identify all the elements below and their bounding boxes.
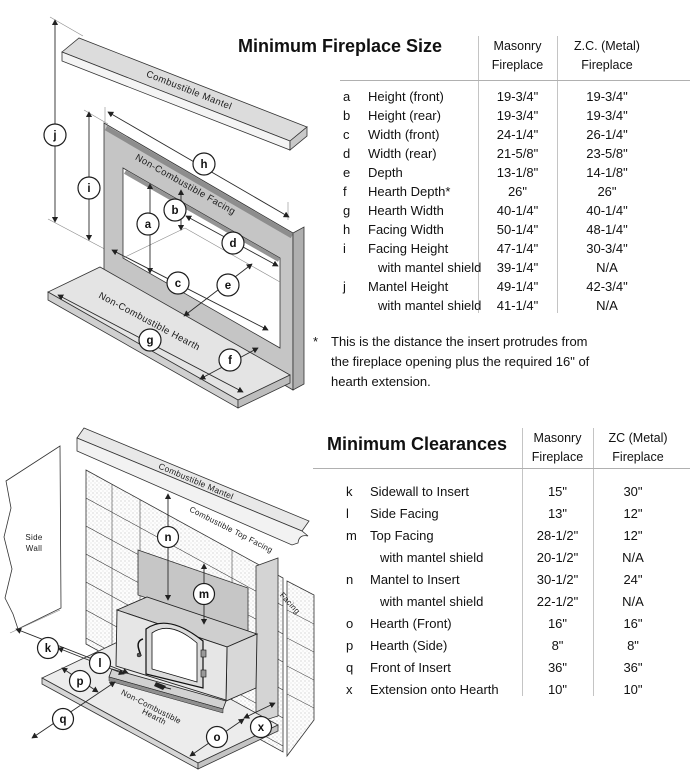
marker-g: g: [138, 328, 162, 352]
t1-col-zc: Z.C. (Metal)Fireplace: [574, 39, 640, 72]
marker-o: o: [205, 725, 229, 749]
svg-text:q: q: [59, 714, 66, 726]
damper-handle: [154, 682, 166, 690]
t1-header-rule: [340, 80, 690, 81]
marker-q: q: [51, 707, 75, 731]
t1-divider-2: [557, 36, 558, 313]
svg-text:k: k: [45, 643, 52, 655]
marker-b: b: [163, 198, 187, 222]
marker-e: e: [216, 273, 240, 297]
svg-text:j: j: [52, 130, 56, 142]
marker-x: x: [249, 715, 273, 739]
stove-door-glass: [151, 627, 198, 683]
facing-pilaster: [255, 557, 279, 724]
marker-l: l: [88, 651, 112, 675]
door-hinge-top: [200, 649, 207, 658]
door-hinge-bottom: [200, 669, 207, 678]
stove-insert: [108, 596, 259, 714]
svg-text:l: l: [98, 658, 101, 670]
svg-text:c: c: [175, 278, 182, 290]
svg-text:x: x: [258, 722, 265, 734]
marker-m: m: [192, 582, 216, 606]
footnote-marker: *: [313, 334, 319, 349]
svg-text:h: h: [200, 159, 207, 171]
svg-text:e: e: [225, 280, 231, 292]
marker-a: a: [136, 212, 160, 236]
marker-h: h: [192, 152, 216, 176]
svg-text:f: f: [228, 355, 232, 367]
t2-divider-1: [522, 428, 523, 696]
svg-text:o: o: [213, 732, 220, 744]
marker-j: j: [43, 123, 67, 147]
label-side: Side: [25, 533, 42, 542]
footnote: This is the distance the insert protrude…: [331, 334, 590, 389]
marker-c: c: [166, 271, 190, 295]
svg-text:a: a: [145, 219, 152, 231]
marker-f: f: [218, 348, 242, 372]
marker-p: p: [68, 669, 92, 693]
label-wall: Wall: [26, 544, 42, 553]
t2-col-zc: ZC (Metal)Fireplace: [608, 431, 668, 464]
marker-k: k: [36, 636, 60, 660]
t2-divider-2: [593, 428, 594, 696]
fireplace-size-diagram: Combustible Mantel Non-Combustible Facin…: [43, 16, 308, 409]
marker-d: d: [221, 231, 245, 255]
t1-divider-1: [478, 36, 479, 313]
svg-text:g: g: [146, 335, 153, 347]
mantel-board: [76, 427, 310, 546]
side-wall: Side Wall: [3, 445, 62, 630]
clearances-title: Minimum Clearances: [327, 434, 508, 454]
door-handle: [137, 638, 144, 657]
svg-text:m: m: [199, 589, 209, 601]
svg-text:p: p: [76, 676, 83, 688]
svg-text:n: n: [164, 532, 171, 544]
fireplace-size-title: Minimum Fireplace Size: [238, 36, 443, 56]
marker-n: n: [156, 525, 180, 549]
facing-strip: [286, 580, 315, 758]
svg-text:i: i: [87, 183, 90, 195]
svg-text:d: d: [229, 238, 236, 250]
svg-text:b: b: [171, 205, 178, 217]
clearances-diagram: Side Wall Combustible Mantel Co: [3, 427, 315, 770]
marker-i: i: [77, 176, 101, 200]
t2-header-rule: [313, 468, 690, 469]
